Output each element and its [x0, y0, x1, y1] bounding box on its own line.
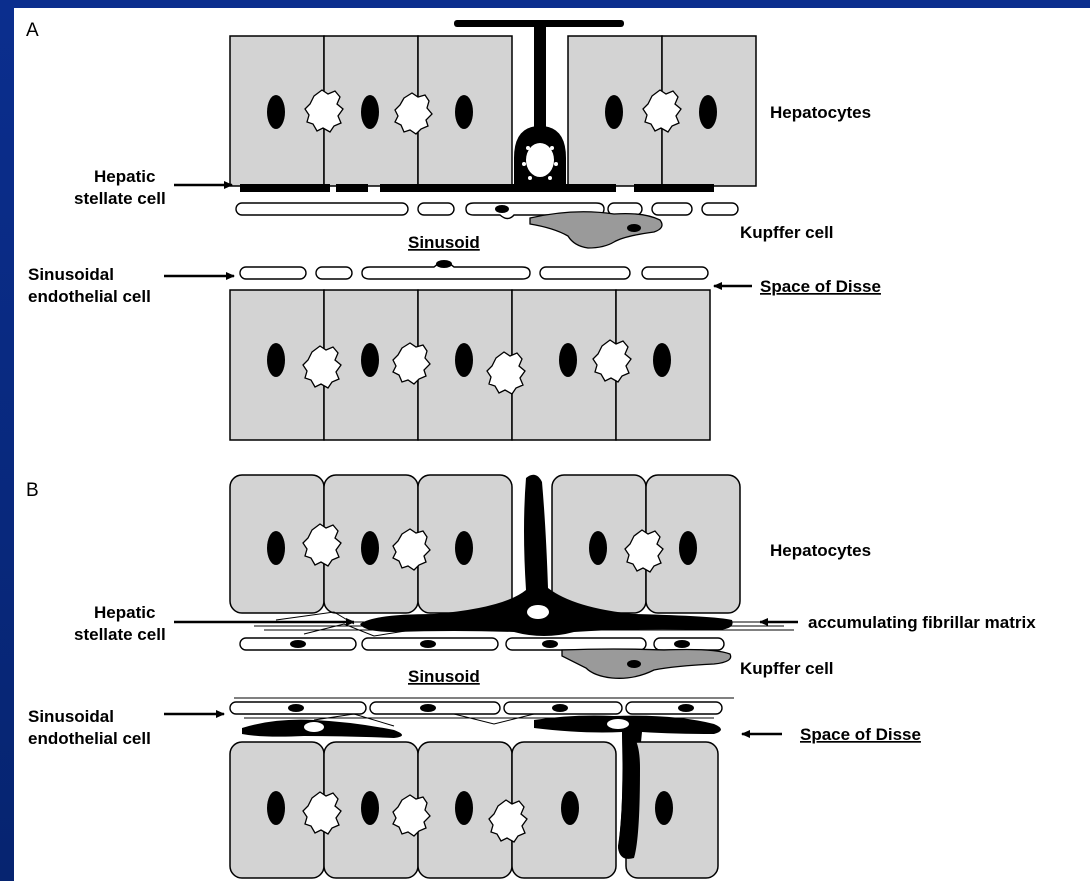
nucleus — [605, 95, 623, 129]
panel-b-kupffer-cell — [562, 649, 731, 678]
figure-panel: A — [14, 8, 1090, 881]
nucleus — [455, 95, 473, 129]
panel-a-stellate-label-line2: stellate cell — [74, 189, 166, 208]
panel-a-disse-label: Space of Disse — [760, 277, 881, 296]
nucleus — [267, 95, 285, 129]
panel-a-label: A — [26, 20, 39, 41]
panel-b-matrix-label: accumulating fibrillar matrix — [808, 613, 1036, 632]
panel-b-sinusoid-label: Sinusoid — [408, 667, 480, 686]
panel-a-hepatocytes-label: Hepatocytes — [770, 103, 871, 122]
panel-b-endothelial-label-line1: Sinusoidal — [28, 707, 114, 726]
kupffer-nucleus — [627, 224, 641, 232]
panel-a-sinusoid-label: Sinusoid — [408, 233, 480, 252]
panel-a-endothelial-label-line1: Sinusoidal — [28, 265, 114, 284]
panel-a-bottom-endothelium — [240, 260, 708, 279]
stellate-process — [618, 732, 640, 859]
panel-b-disse-label: Space of Disse — [800, 725, 921, 744]
panel-b-hepatocytes-label: Hepatocytes — [770, 541, 871, 560]
kupffer-nucleus — [627, 660, 641, 668]
panel-b-label: B — [26, 480, 39, 501]
liver-sinusoid-diagram: A — [14, 8, 1090, 881]
panel-b-top-endothelium — [240, 638, 724, 650]
panel-b-endothelial-label-line2: endothelial cell — [28, 729, 151, 748]
panel-b-stellate-label-line2: stellate cell — [74, 625, 166, 644]
panel-b-bottom-hepatocytes — [230, 742, 718, 878]
panel-a-kupffer-label: Kupffer cell — [740, 223, 834, 242]
panel-b-stellate-label-line1: Hepatic — [94, 603, 155, 622]
panel-a-bottom-hepatocytes — [230, 290, 710, 440]
nucleus — [361, 95, 379, 129]
panel-a-stellate-label-line1: Hepatic — [94, 167, 155, 186]
panel-b-kupffer-label: Kupffer cell — [740, 659, 834, 678]
panel-a-top-endothelium — [236, 203, 738, 219]
panel-a-kupffer-cell — [530, 212, 662, 248]
panel-b-top-hepatocytes — [230, 475, 740, 613]
panel-a-endothelial-label-line2: endothelial cell — [28, 287, 151, 306]
panel-a-top-hepatocytes — [230, 36, 756, 186]
nucleus — [699, 95, 717, 129]
